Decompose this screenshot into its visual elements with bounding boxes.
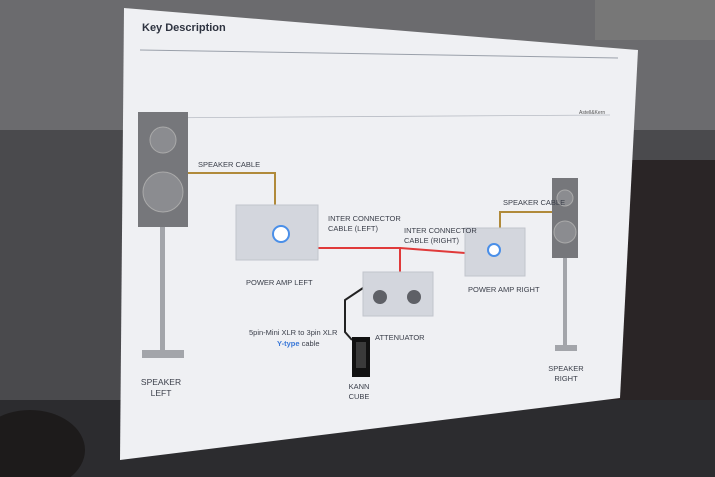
interconnect-right-label-1: INTER CONNECTOR [404,226,477,235]
cable-word-label: cable [299,339,320,348]
speaker-cable-right-label: SPEAKER CABLE [503,198,566,207]
attenuator-knob-left [373,290,387,304]
power-amp-right-knob [487,243,501,257]
speaker-left-tweeter [149,126,177,154]
title-underline [139,49,619,59]
interconnect-right-line [399,247,466,254]
speaker-right-woofer [553,220,577,244]
kann-label-1: KANN [348,382,370,391]
power-amp-right [464,227,526,277]
attenuator [362,271,434,317]
speaker-right [552,178,578,351]
slide-title: Key Description [142,22,226,34]
interconnect-left-label-2: CABLE (LEFT) [328,224,379,233]
attenuator-knob-right [407,290,421,304]
interconnect-left-label-1: INTER CONNECTOR [328,214,401,223]
speaker-left-label-2: LEFT [150,388,172,398]
power-amp-left-label: POWER AMP LEFT [246,278,313,287]
brand-logo-text: Astell&Kern [579,110,606,116]
speaker-right-label-2: RIGHT [554,374,578,383]
interconnect-right-label-2: CABLE (RIGHT) [404,236,460,245]
speaker-right-base [555,345,577,351]
speaker-left-stand [160,227,165,352]
attenuator-label: ATTENUATOR [375,333,425,342]
xlr-cable-line [344,287,364,341]
speaker-cable-left-label: SPEAKER CABLE [198,160,261,169]
header-rule [139,114,611,119]
kann-cube-screen [356,342,366,368]
speaker-cable-left-line [188,172,276,205]
speaker-right-stand [563,258,567,346]
ceiling-light-panel [595,0,715,40]
power-amp-right-label: POWER AMP RIGHT [468,285,540,294]
kann-cube [352,337,370,377]
speaker-right-label-1: SPEAKER [548,364,584,373]
speaker-right-tweeter [556,189,574,207]
xlr-cable-label-2: Y-type cable [277,339,320,348]
speaker-left-woofer [142,171,184,213]
power-amp-left [235,204,319,261]
speaker-left-base [142,350,184,358]
speaker-left-label-1: SPEAKER [140,377,182,387]
audience-head [0,410,85,477]
power-amp-left-knob [272,225,290,243]
y-type-label: Y-type [277,339,300,348]
speaker-left [138,112,188,358]
projected-slide [120,8,638,460]
xlr-cable-label-1: 5pin-Mini XLR to 3pin XLR [249,328,338,337]
speaker-cable-right-line [499,211,552,228]
kann-label-2: CUBE [348,392,370,401]
attenuator-box [362,271,434,317]
